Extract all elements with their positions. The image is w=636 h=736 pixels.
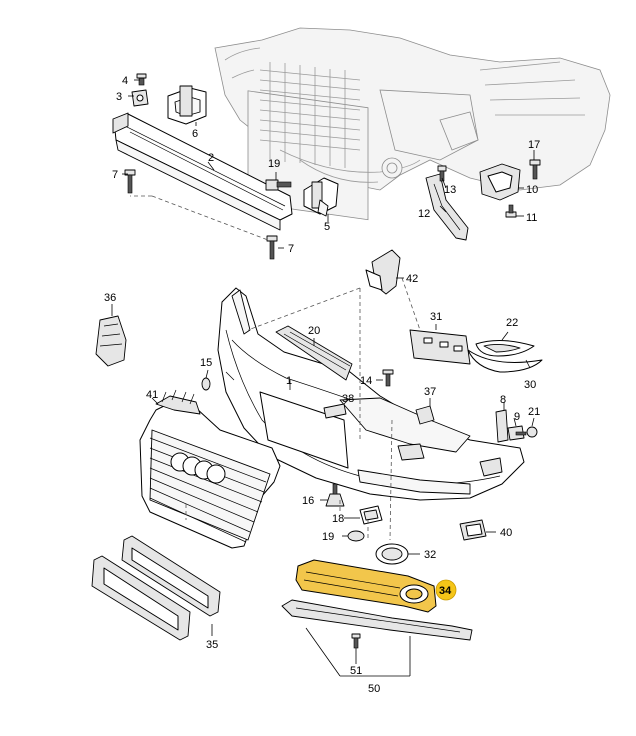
- callout-9[interactable]: 9: [514, 411, 520, 423]
- mounting-bracket-32[interactable]: [409, 329, 471, 365]
- callout-34-badge: [435, 579, 457, 601]
- fog-lamp-ring-33[interactable]: [375, 543, 409, 565]
- callout-16[interactable]: 16: [302, 495, 314, 507]
- sensor-holder-8[interactable]: [495, 409, 509, 443]
- callout-50[interactable]: 50: [368, 683, 380, 695]
- grille-strip-21[interactable]: [275, 325, 353, 381]
- side-guide-36[interactable]: [95, 315, 127, 367]
- bolt-13[interactable]: [437, 165, 447, 182]
- leader-lines: [111, 79, 535, 677]
- grille-frame-35-inner[interactable]: [121, 535, 221, 617]
- bolt-17[interactable]: [529, 159, 541, 180]
- callout-13[interactable]: 13: [444, 184, 456, 196]
- callout-17[interactable]: 17: [528, 139, 540, 151]
- grommet-15[interactable]: [201, 377, 211, 391]
- callout-8[interactable]: 8: [500, 394, 506, 406]
- tow-eye-cover-40[interactable]: [459, 519, 487, 541]
- crash-box-left[interactable]: [167, 85, 207, 125]
- callout-34[interactable]: 34: [439, 585, 452, 597]
- callout-15[interactable]: 15: [200, 357, 212, 369]
- callout-51[interactable]: 51: [350, 665, 362, 677]
- callout-41[interactable]: 41: [146, 389, 158, 401]
- callout-6[interactable]: 6: [192, 128, 198, 140]
- guide-bracket-10[interactable]: [479, 163, 521, 201]
- callout-22[interactable]: 21: [528, 406, 540, 418]
- callout-7b[interactable]: 7: [288, 243, 294, 255]
- callout-12[interactable]: 12: [418, 208, 430, 220]
- callout-11[interactable]: 11: [526, 212, 537, 224]
- bolt-7-lower[interactable]: [266, 235, 278, 260]
- assembly-lines: [130, 195, 421, 541]
- lower-grille-34-highlighted[interactable]: [295, 559, 437, 613]
- callout-3[interactable]: 3: [116, 91, 122, 103]
- callout-5[interactable]: 5: [324, 221, 330, 233]
- trim-31[interactable]: [467, 349, 543, 373]
- bolt-7-upper[interactable]: [124, 169, 136, 194]
- callout-21[interactable]: 20: [308, 325, 320, 337]
- crash-box-right[interactable]: [303, 177, 339, 217]
- callout-36[interactable]: 36: [104, 292, 116, 304]
- bolt-4[interactable]: [136, 73, 147, 86]
- callout-4[interactable]: 4: [122, 75, 128, 87]
- bolt-16[interactable]: [325, 483, 345, 507]
- callout-2[interactable]: 2: [208, 152, 214, 164]
- callout-32[interactable]: 31: [430, 311, 442, 323]
- mount-bracket-42[interactable]: [365, 249, 401, 295]
- clip-38[interactable]: [323, 403, 347, 419]
- spoiler-strip-50[interactable]: [281, 599, 473, 641]
- callout-37[interactable]: 37: [424, 386, 436, 398]
- screw-51[interactable]: [351, 633, 361, 649]
- callout-38[interactable]: 38: [342, 393, 354, 405]
- clip-nut-3[interactable]: [131, 89, 149, 107]
- cover-18[interactable]: [359, 505, 383, 525]
- bolt-20[interactable]: [265, 179, 292, 191]
- callout-35[interactable]: 35: [206, 639, 218, 651]
- callout-31[interactable]: 30: [524, 379, 536, 391]
- radiator-grille-41[interactable]: [139, 389, 281, 549]
- screw-14[interactable]: [382, 369, 394, 387]
- callout-7a[interactable]: 7: [112, 169, 118, 181]
- callout-1[interactable]: 1: [286, 375, 292, 387]
- grille-frame-35-outer[interactable]: [91, 555, 191, 641]
- cap-19[interactable]: [347, 530, 365, 542]
- callout-20[interactable]: 19: [268, 158, 280, 170]
- callout-30[interactable]: 22: [506, 317, 518, 329]
- callout-42[interactable]: 42: [406, 273, 418, 285]
- bumper-cover-1[interactable]: [217, 287, 525, 501]
- callout-40[interactable]: 40: [500, 527, 512, 539]
- callout-10[interactable]: 10: [526, 184, 538, 196]
- front-end-carrier-ghost: [214, 27, 611, 221]
- callout-33[interactable]: 32: [424, 549, 436, 561]
- callout-19[interactable]: 19: [322, 531, 334, 543]
- clip-37[interactable]: [415, 405, 435, 425]
- callout-18[interactable]: 18: [332, 513, 344, 525]
- trim-30[interactable]: [475, 340, 535, 357]
- callout-14[interactable]: 14: [360, 375, 372, 387]
- clip-22[interactable]: [526, 426, 538, 438]
- bumper-reinforcement-bar[interactable]: [112, 112, 293, 231]
- callout-labels: 4 3 6 2 7 19 5 7 17 13 10 12 11 42 36 20…: [104, 75, 540, 695]
- bracket-9[interactable]: [507, 425, 527, 441]
- bolt-11[interactable]: [505, 204, 517, 218]
